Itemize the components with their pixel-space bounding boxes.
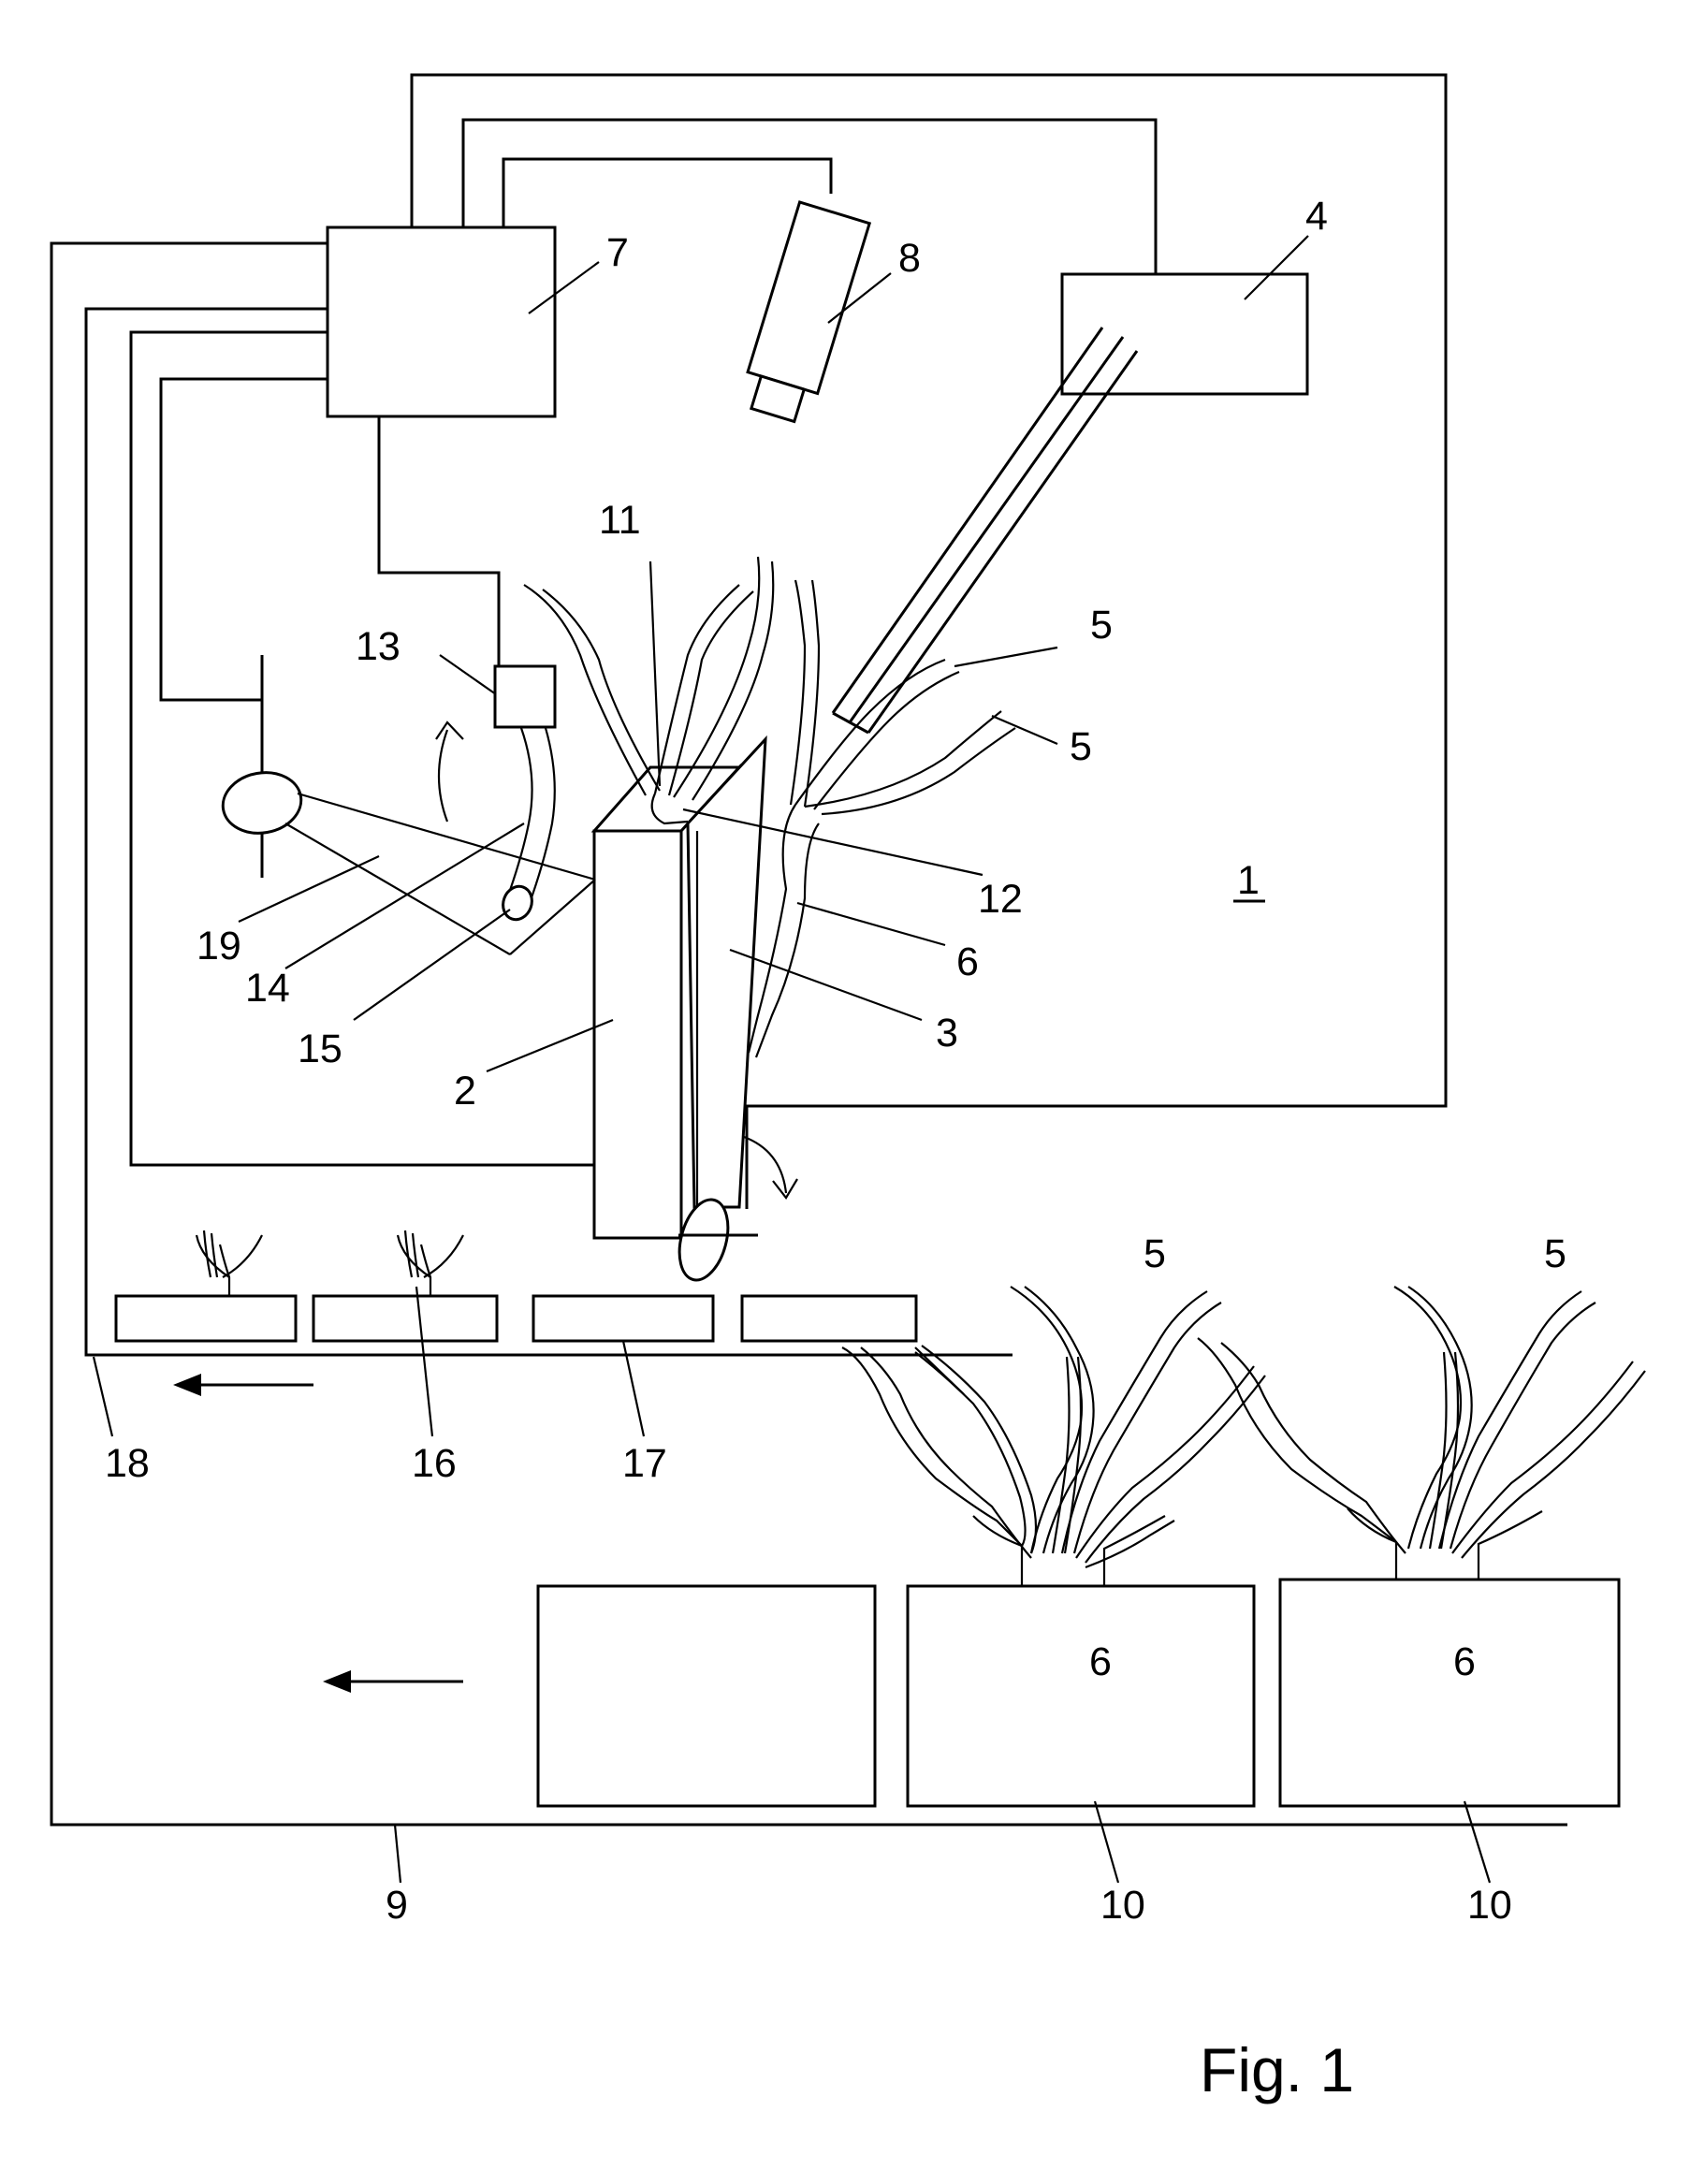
leader-10b xyxy=(1464,1801,1490,1883)
ref-13: 13 xyxy=(356,624,401,669)
robot-rotation-arrowhead xyxy=(436,722,463,739)
ref-14: 14 xyxy=(245,966,290,1011)
robot-tool-15 xyxy=(499,882,537,924)
ref-16: 16 xyxy=(412,1441,457,1486)
conveyor-arrow-upper xyxy=(173,1374,313,1396)
ref-6b: 6 xyxy=(1089,1639,1112,1684)
ref-1: 1 xyxy=(1237,858,1260,903)
ref-6c: 6 xyxy=(1453,1639,1476,1684)
ref-19: 19 xyxy=(197,924,241,968)
ref-10b: 10 xyxy=(1467,1883,1512,1928)
output-trays xyxy=(116,1296,916,1341)
ref-5d: 5 xyxy=(1544,1231,1566,1276)
blade-rotation-arrow xyxy=(744,1137,786,1193)
leader-6 xyxy=(797,903,945,945)
figure-caption: Fig. 1 xyxy=(1200,2035,1354,2104)
ref-3: 3 xyxy=(936,1011,958,1056)
leader-5b xyxy=(992,716,1057,744)
ref-5c: 5 xyxy=(1144,1231,1166,1276)
ref-6a: 6 xyxy=(956,939,979,984)
leader-18 xyxy=(94,1357,112,1436)
ref-8: 8 xyxy=(898,236,921,281)
rooted-cutting-16-b xyxy=(398,1230,463,1296)
ref-17: 17 xyxy=(622,1441,667,1486)
conveyor-arrow-lower xyxy=(323,1670,463,1693)
ref-5b: 5 xyxy=(1070,724,1092,769)
leader-19 xyxy=(239,856,379,922)
robot-arm-14 xyxy=(507,728,555,903)
leader-10a xyxy=(1095,1801,1118,1883)
leader-5a xyxy=(954,648,1057,666)
camera-icon xyxy=(738,202,870,426)
ref-4: 4 xyxy=(1305,194,1328,239)
leader-15 xyxy=(354,910,510,1020)
ref-11: 11 xyxy=(599,498,641,543)
robot-rotation-arrow xyxy=(439,730,447,822)
leader-9 xyxy=(395,1825,401,1883)
ref-18: 18 xyxy=(105,1441,150,1486)
ref-12: 12 xyxy=(978,877,1023,922)
controller-box xyxy=(328,227,555,416)
ref-5a: 5 xyxy=(1090,603,1113,648)
ref-10a: 10 xyxy=(1100,1883,1145,1928)
stock-containers xyxy=(538,1580,1619,1806)
stock-plant-b xyxy=(1198,1287,1645,1580)
robot-head-13 xyxy=(495,666,555,727)
wire-controller-to-camera xyxy=(503,159,831,227)
ref-7: 7 xyxy=(606,230,629,275)
rooted-cutting-16-a xyxy=(197,1230,262,1296)
wire-controller-to-holder xyxy=(131,332,594,1165)
ref-15: 15 xyxy=(298,1026,342,1071)
ref-9: 9 xyxy=(386,1883,408,1928)
leader-13 xyxy=(440,655,496,694)
leader-11 xyxy=(650,561,660,786)
cutting-blade xyxy=(688,739,765,1207)
ref-2: 2 xyxy=(454,1069,476,1114)
wire-controller-to-lamp xyxy=(161,379,328,700)
